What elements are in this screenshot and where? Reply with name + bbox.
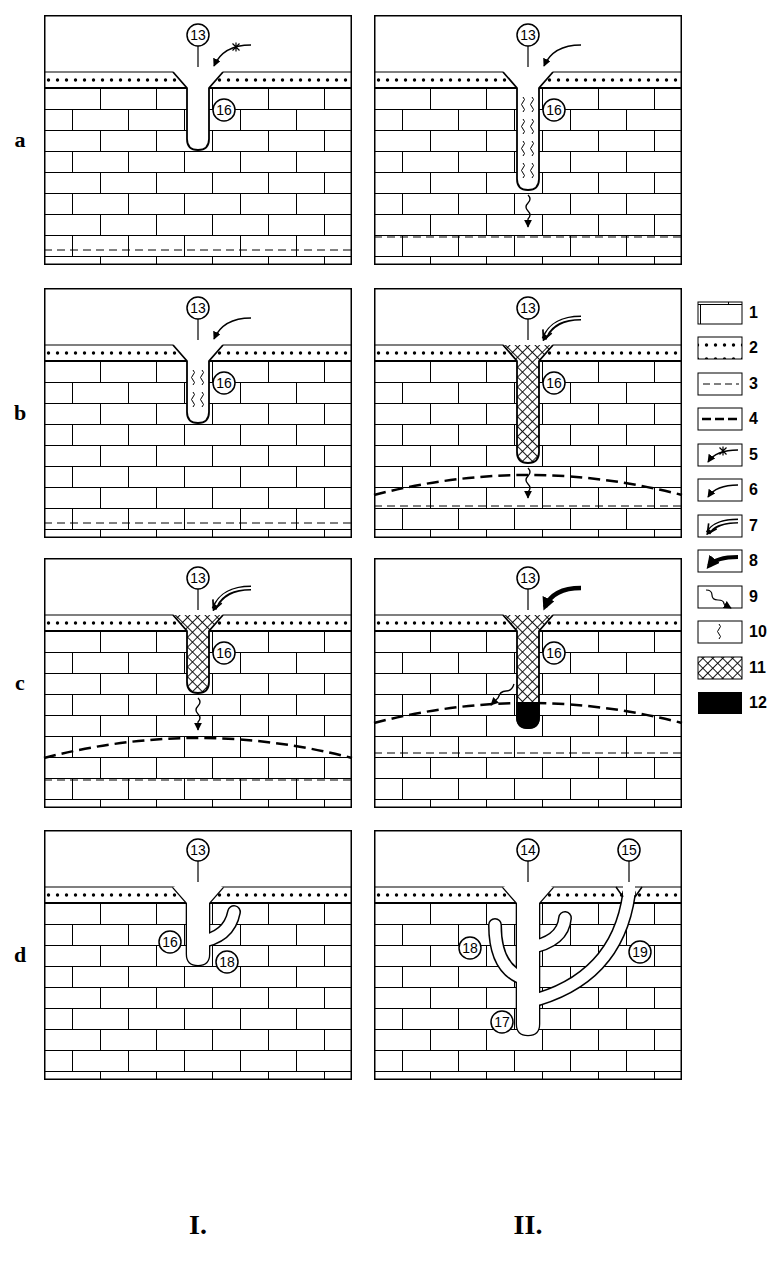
callout-circle: 16 <box>212 98 236 122</box>
circle-shape <box>187 24 209 46</box>
column-label: II. <box>514 1209 543 1241</box>
callout-number: 14 <box>516 838 540 862</box>
circle-shape <box>517 24 539 46</box>
callout-number: 16 <box>212 641 236 665</box>
panel-ii-c <box>374 558 682 808</box>
legend-number: 4 <box>749 410 758 428</box>
legend-number: 7 <box>749 517 758 535</box>
circle-shape <box>543 642 565 664</box>
callout-circle: 13 <box>516 296 540 320</box>
callout-number: 16 <box>542 371 566 395</box>
panel-i-a <box>44 15 352 265</box>
callout-circle: 13 <box>186 566 210 590</box>
callout-number: 18 <box>215 950 239 974</box>
callout-number: 16 <box>212 98 236 122</box>
circle-shape <box>159 931 181 953</box>
panel-i-b <box>44 288 352 538</box>
circle-shape <box>491 1011 513 1033</box>
circle-shape <box>216 951 238 973</box>
circle-shape <box>213 372 235 394</box>
legend-number: 6 <box>749 481 758 499</box>
circle-shape <box>213 99 235 121</box>
circle-shape <box>517 567 539 589</box>
callout-number: 13 <box>186 296 210 320</box>
callout-number: 13 <box>516 566 540 590</box>
legend-number: 11 <box>749 659 766 677</box>
legend-number: 9 <box>749 588 758 606</box>
callout-circle: 18 <box>215 950 239 974</box>
row-label: d <box>14 942 26 968</box>
panel-ii-a <box>374 15 682 265</box>
panel-i-d <box>44 830 352 1080</box>
callout-number: 16 <box>158 930 182 954</box>
callout-circle: 16 <box>212 641 236 665</box>
callout-number: 13 <box>186 838 210 862</box>
circle-shape <box>543 372 565 394</box>
legend-number: 10 <box>749 623 767 641</box>
callout-circle: 14 <box>516 838 540 862</box>
callout-number: 16 <box>542 98 566 122</box>
circle-shape <box>187 297 209 319</box>
callout-number: 13 <box>186 23 210 47</box>
callout-number: 16 <box>212 371 236 395</box>
callout-number: 18 <box>458 936 482 960</box>
panel-i-c <box>44 558 352 808</box>
callout-circle: 13 <box>516 23 540 47</box>
legend-number: 12 <box>749 694 767 712</box>
panel-ii-d <box>374 830 682 1080</box>
legend-samples <box>698 302 742 679</box>
callout-number: 19 <box>628 940 652 964</box>
column-label: I. <box>189 1209 207 1241</box>
row-label: b <box>14 400 26 426</box>
callout-circle: 17 <box>490 1010 514 1034</box>
legend-number: 5 <box>749 446 758 464</box>
callout-circle: 15 <box>617 838 641 862</box>
callout-number: 13 <box>516 23 540 47</box>
row-label: a <box>15 127 26 153</box>
callout-number: 16 <box>542 641 566 665</box>
callout-number: 17 <box>490 1010 514 1034</box>
circle-shape <box>543 99 565 121</box>
callout-circle: 13 <box>186 296 210 320</box>
callout-circle: 16 <box>542 641 566 665</box>
callout-circle: 16 <box>542 98 566 122</box>
callout-number: 13 <box>516 296 540 320</box>
panel-ii-b <box>374 288 682 538</box>
callout-number: 13 <box>186 566 210 590</box>
circle-shape <box>618 839 640 861</box>
callout-circle: 16 <box>158 930 182 954</box>
legend-swatch <box>698 692 742 714</box>
circle-shape <box>213 642 235 664</box>
circle-shape <box>459 937 481 959</box>
callout-circle: 13 <box>186 838 210 862</box>
legend-number: 2 <box>749 339 758 357</box>
circle-shape <box>517 297 539 319</box>
callout-circle: 13 <box>516 566 540 590</box>
callout-circle: 16 <box>212 371 236 395</box>
callout-circle: 16 <box>542 371 566 395</box>
legend-number: 1 <box>749 304 758 322</box>
callout-circle: 19 <box>628 940 652 964</box>
circle-shape <box>187 567 209 589</box>
callout-number: 15 <box>617 838 641 862</box>
callout-circle: 13 <box>186 23 210 47</box>
row-label: c <box>15 670 25 696</box>
circle-shape <box>517 839 539 861</box>
circle-shape <box>629 941 651 963</box>
legend-number: 3 <box>749 375 758 393</box>
legend-number: 8 <box>749 552 758 570</box>
callout-circle: 18 <box>458 936 482 960</box>
circle-shape <box>187 839 209 861</box>
